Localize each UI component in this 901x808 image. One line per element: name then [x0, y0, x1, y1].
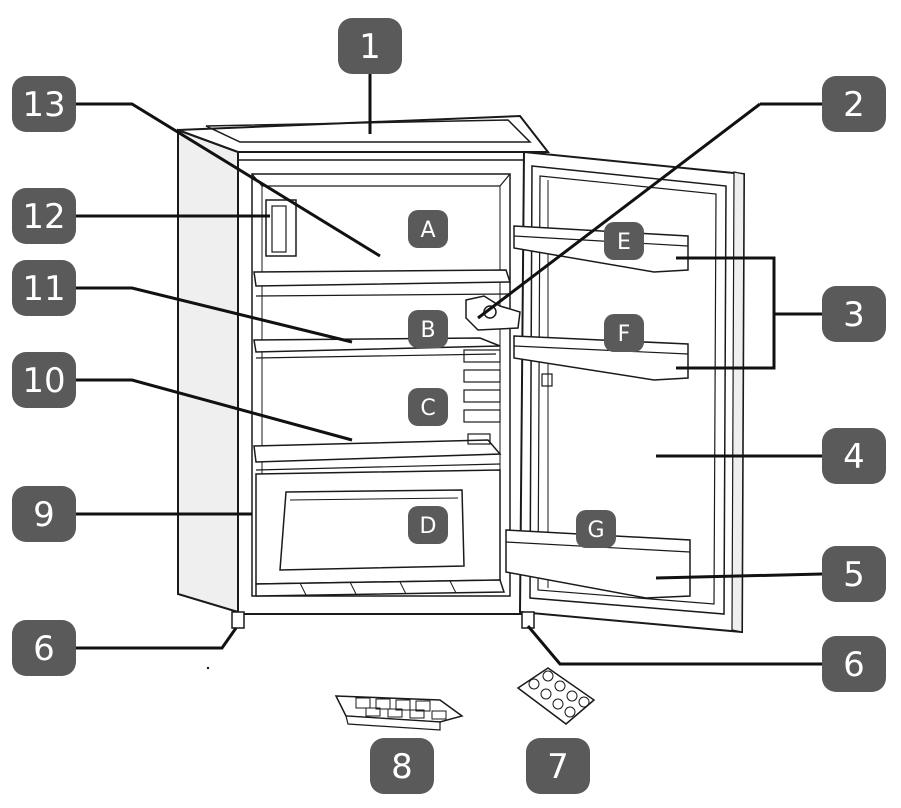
- callout-8-label: 8: [391, 747, 413, 787]
- callout-11-label: 11: [22, 269, 65, 309]
- callout-10-label: 10: [22, 361, 65, 401]
- leader-6b: [526, 625, 822, 666]
- door-latch: [541, 373, 553, 387]
- zone-e-label: E: [617, 230, 631, 255]
- callout-3: 3: [822, 286, 886, 342]
- callout-6-left: 6: [12, 620, 76, 676]
- callout-9-label: 9: [33, 495, 55, 535]
- leader-11: [76, 286, 353, 344]
- callout-3-label: 3: [843, 295, 865, 335]
- callout-7: 7: [526, 738, 590, 794]
- callout-1-label: 1: [359, 27, 381, 67]
- zone-g-label: G: [587, 518, 604, 543]
- leader-10: [76, 378, 353, 442]
- zone-b: B: [408, 310, 448, 348]
- zone-a: A: [408, 210, 448, 248]
- zone-d-label: D: [420, 514, 437, 539]
- zone-e: E: [604, 222, 644, 260]
- cabinet-top-panel: [205, 119, 532, 143]
- zone-a-label: A: [420, 218, 435, 243]
- callout-10: 10: [12, 352, 76, 408]
- callout-9: 9: [12, 486, 76, 542]
- zone-d: D: [408, 506, 448, 544]
- bottom-grille: [255, 579, 506, 597]
- leader-6a: [76, 627, 238, 650]
- callout-12: 12: [12, 188, 76, 244]
- callout-6-left-label: 6: [33, 629, 55, 669]
- callout-6-right: 6: [822, 636, 886, 692]
- callout-5: 5: [822, 546, 886, 602]
- ice-cube-tray: [334, 695, 464, 731]
- callout-8: 8: [370, 738, 434, 794]
- leader-13: [76, 102, 381, 258]
- zone-c: C: [408, 388, 448, 426]
- cabinet-side-panel: [177, 128, 239, 614]
- callout-6-right-label: 6: [843, 645, 865, 685]
- thermostat-housing: [265, 199, 297, 257]
- egg-tray: [516, 667, 596, 725]
- callout-2: 2: [822, 76, 886, 132]
- shelf-rails: [463, 349, 501, 445]
- foot-right: [521, 611, 535, 629]
- door-shelf-upper: [513, 225, 689, 273]
- stray-dot: [206, 666, 210, 670]
- cabinet-top: [177, 114, 551, 153]
- zone-c-label: C: [420, 396, 435, 421]
- callout-13: 13: [12, 76, 76, 132]
- callout-12-label: 12: [22, 197, 65, 237]
- door-shelf-bottle: [505, 529, 691, 599]
- callout-7-label: 7: [547, 747, 569, 787]
- fridge-cabinet: [177, 114, 551, 629]
- callout-4: 4: [822, 428, 886, 484]
- zone-b-label: B: [420, 318, 435, 343]
- callout-4-label: 4: [843, 437, 865, 477]
- zone-f: F: [604, 314, 644, 352]
- callout-11: 11: [12, 260, 76, 316]
- door-shelf-middle: [513, 335, 689, 381]
- shelf-lower: [253, 439, 502, 463]
- callout-2-label: 2: [843, 85, 865, 125]
- zone-f-label: F: [618, 322, 631, 347]
- callout-badges: 1 2 3 4 5 6 6 7: [12, 18, 886, 794]
- callout-5-label: 5: [843, 555, 865, 595]
- callout-13-label: 13: [22, 85, 65, 125]
- leader-5: [655, 572, 823, 580]
- leader-lines: [76, 72, 823, 666]
- zone-badges: A B C D E F G: [408, 210, 644, 548]
- callout-1: 1: [338, 18, 402, 74]
- shelf-upper: [253, 269, 512, 287]
- foot-left: [231, 611, 245, 629]
- leader-2b: [477, 102, 761, 320]
- zone-g: G: [576, 510, 616, 548]
- fridge-door: [465, 150, 746, 634]
- door-bracket: [465, 295, 521, 331]
